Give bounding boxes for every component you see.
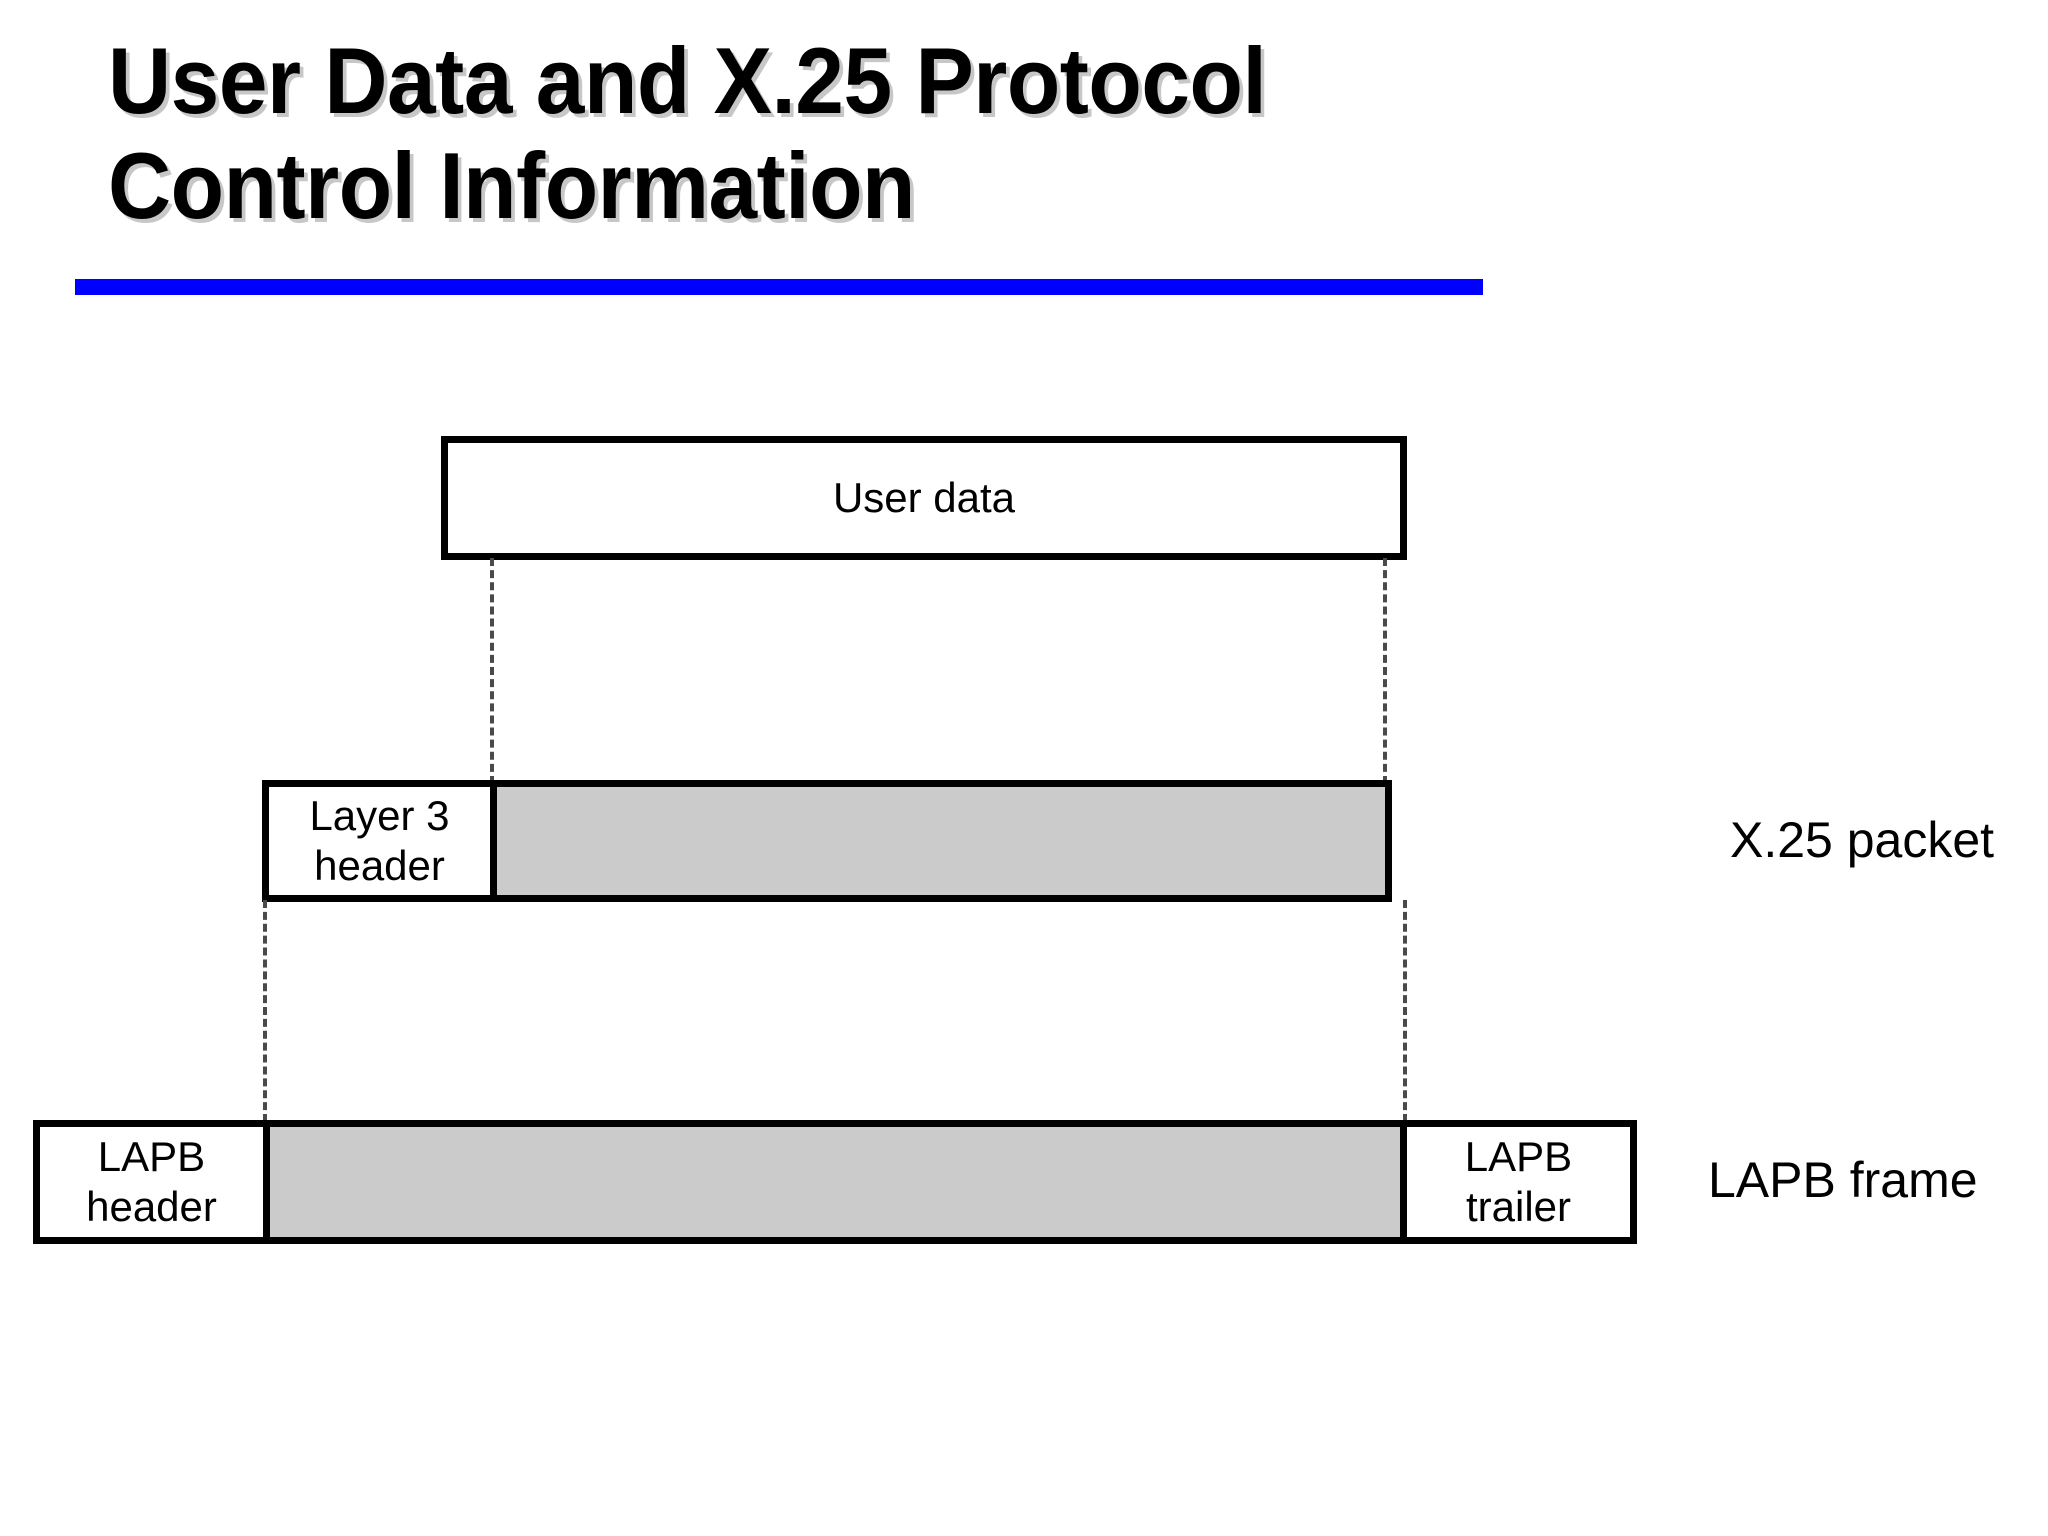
lapb-payload-cell: [270, 1127, 1400, 1237]
lapb-frame-caption: LAPB frame: [1708, 1152, 1978, 1208]
user-data-cell: User data: [448, 443, 1400, 553]
lapb-header-cell: LAPB header: [40, 1127, 270, 1237]
user-data-left-projection-line: [490, 558, 494, 784]
lapb-trailer-cell: LAPB trailer: [1400, 1127, 1630, 1237]
x25-right-projection-line: [1403, 900, 1407, 1122]
x25-packet-band: Layer 3 header: [262, 780, 1392, 902]
lapb-frame-band: LAPB header LAPB trailer: [33, 1120, 1637, 1244]
title-underline-rule: [75, 279, 1483, 295]
x25-left-projection-line: [263, 900, 267, 1122]
user-data-right-projection-line: [1383, 558, 1387, 784]
layer3-header-cell: Layer 3 header: [269, 787, 497, 895]
user-data-band: User data: [441, 436, 1407, 560]
page-title: User Data and X.25 Protocol Control Info…: [108, 28, 1267, 239]
x25-payload-cell: [497, 787, 1385, 895]
x25-packet-caption: X.25 packet: [1730, 812, 1995, 868]
